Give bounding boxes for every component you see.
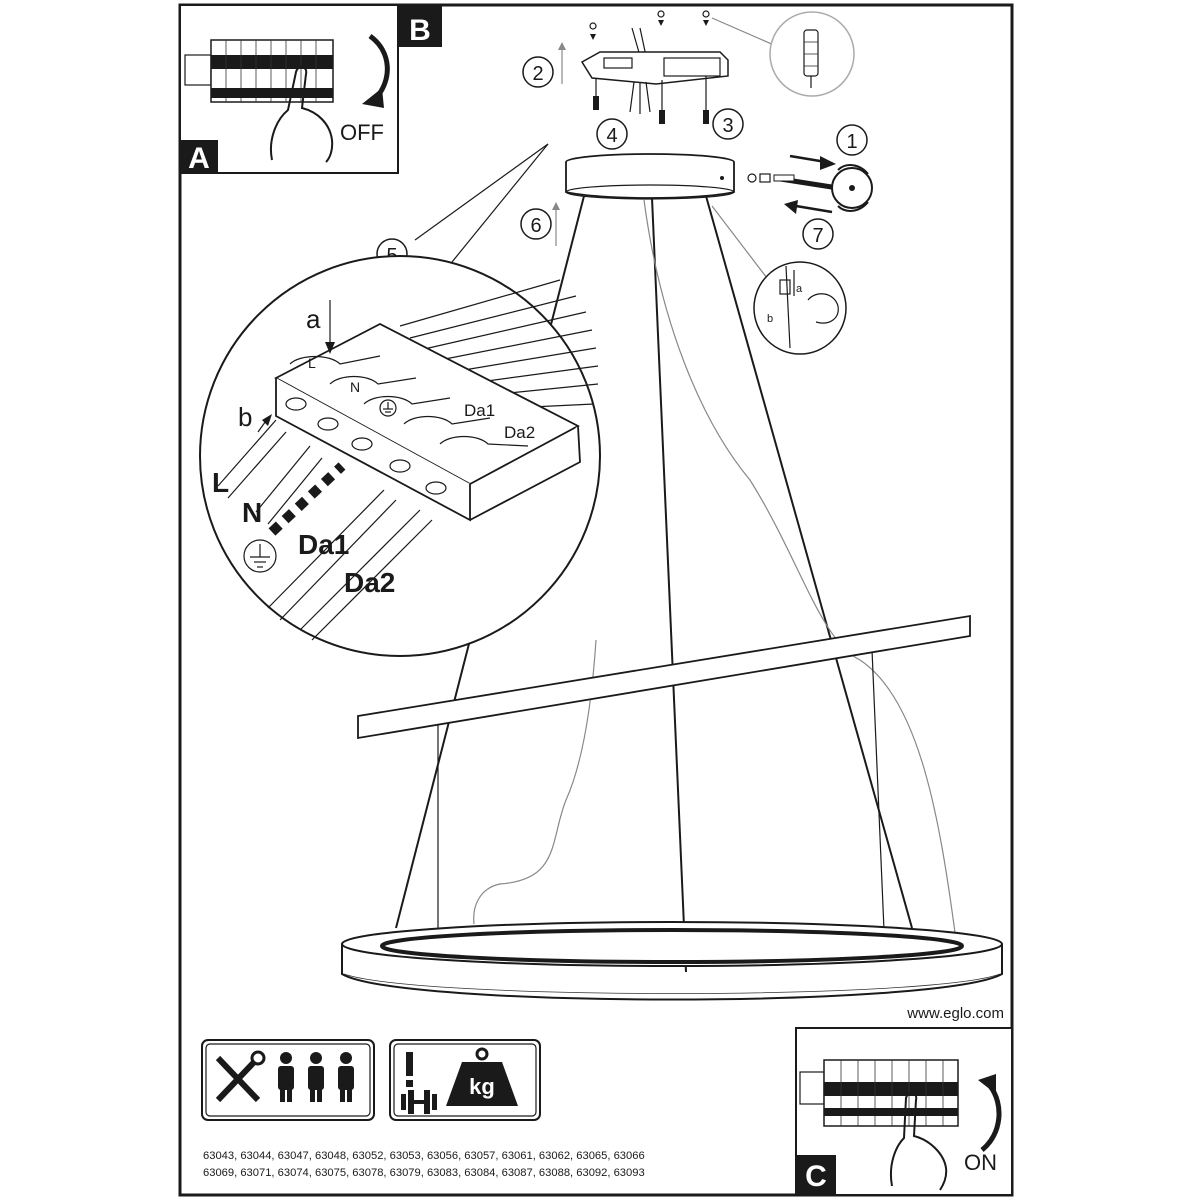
step-7: 7 [802,218,834,250]
ceiling-beam [357,614,971,740]
panel-breaker-off: A B OFF [179,4,442,175]
step-1: 1 [836,124,868,156]
svg-text:6: 6 [530,215,541,237]
svg-text:7: 7 [812,225,823,247]
step-2: 2 [522,56,554,88]
terminal-label-da2: Da2 [504,423,535,442]
weight-kg-icon: kg [446,1047,518,1106]
panel-a-tag: A [188,142,210,175]
cable-hanger-detail: a b [711,205,847,355]
svg-text:3: 3 [722,115,733,137]
terminal-label-l: L [308,355,316,371]
mains-wires [217,419,433,641]
svg-text:kg: kg [469,1074,495,1099]
person-icon [338,1052,354,1102]
terminal-label-da1: Da1 [464,401,495,420]
off-label: OFF [340,120,384,145]
wire-label-da2: Da2 [344,567,395,598]
dumbbell-icon [401,1090,437,1114]
panel-b-tag: B [409,14,431,47]
wire-label-da1: Da1 [298,529,349,560]
terminal-block [274,322,581,522]
breaker-box-off [184,39,334,103]
svg-text:4: 4 [606,125,617,147]
breaker-box-on [799,1059,959,1127]
weight-pictogram: kg [389,1039,541,1121]
wire-label-l: L [212,467,229,498]
arrow-label-b: b [238,402,252,432]
ceiling-plate [558,10,729,124]
wire-ground-icon [243,539,277,573]
svg-text:1: 1 [846,131,857,153]
hanger-label-a: a [796,283,803,295]
anchor-detail [711,11,855,97]
light-ring [341,921,1003,1001]
canopy-cup [565,153,735,200]
hand-on-icon [890,1092,948,1191]
step-4: 4 [596,118,628,150]
tools-icon [215,1050,266,1103]
model-numbers-line-2: 63069, 63071, 63074, 63075, 63078, 63079… [203,1167,645,1179]
terminal-ground-icon [379,399,397,417]
model-numbers-line-1: 63043, 63044, 63047, 63048, 63052, 63053… [203,1150,645,1162]
panel-c-tag: C [805,1160,827,1193]
on-label: ON [964,1150,997,1175]
page-frame [178,3,1014,1197]
svg-text:2: 2 [532,63,543,85]
hanger-label-b: b [767,313,773,325]
set-screw-detail [747,154,873,214]
person-icon [308,1052,324,1102]
panel-breaker-on: C ON [795,1027,1013,1196]
warning-exclamation-icon [406,1052,413,1087]
wire-label-n: N [242,497,262,528]
step-6: 6 [520,208,552,240]
step-3: 3 [712,108,744,140]
person-icon [278,1052,294,1102]
hand-off-icon [270,66,334,163]
tools-people-pictogram [201,1039,375,1121]
wiring-callout: L N Da1 Da2 a b L N [199,143,601,657]
arrow-label-a: a [306,304,321,334]
terminal-label-n: N [350,379,360,395]
website-url: www.eglo.com [906,1005,1004,1022]
